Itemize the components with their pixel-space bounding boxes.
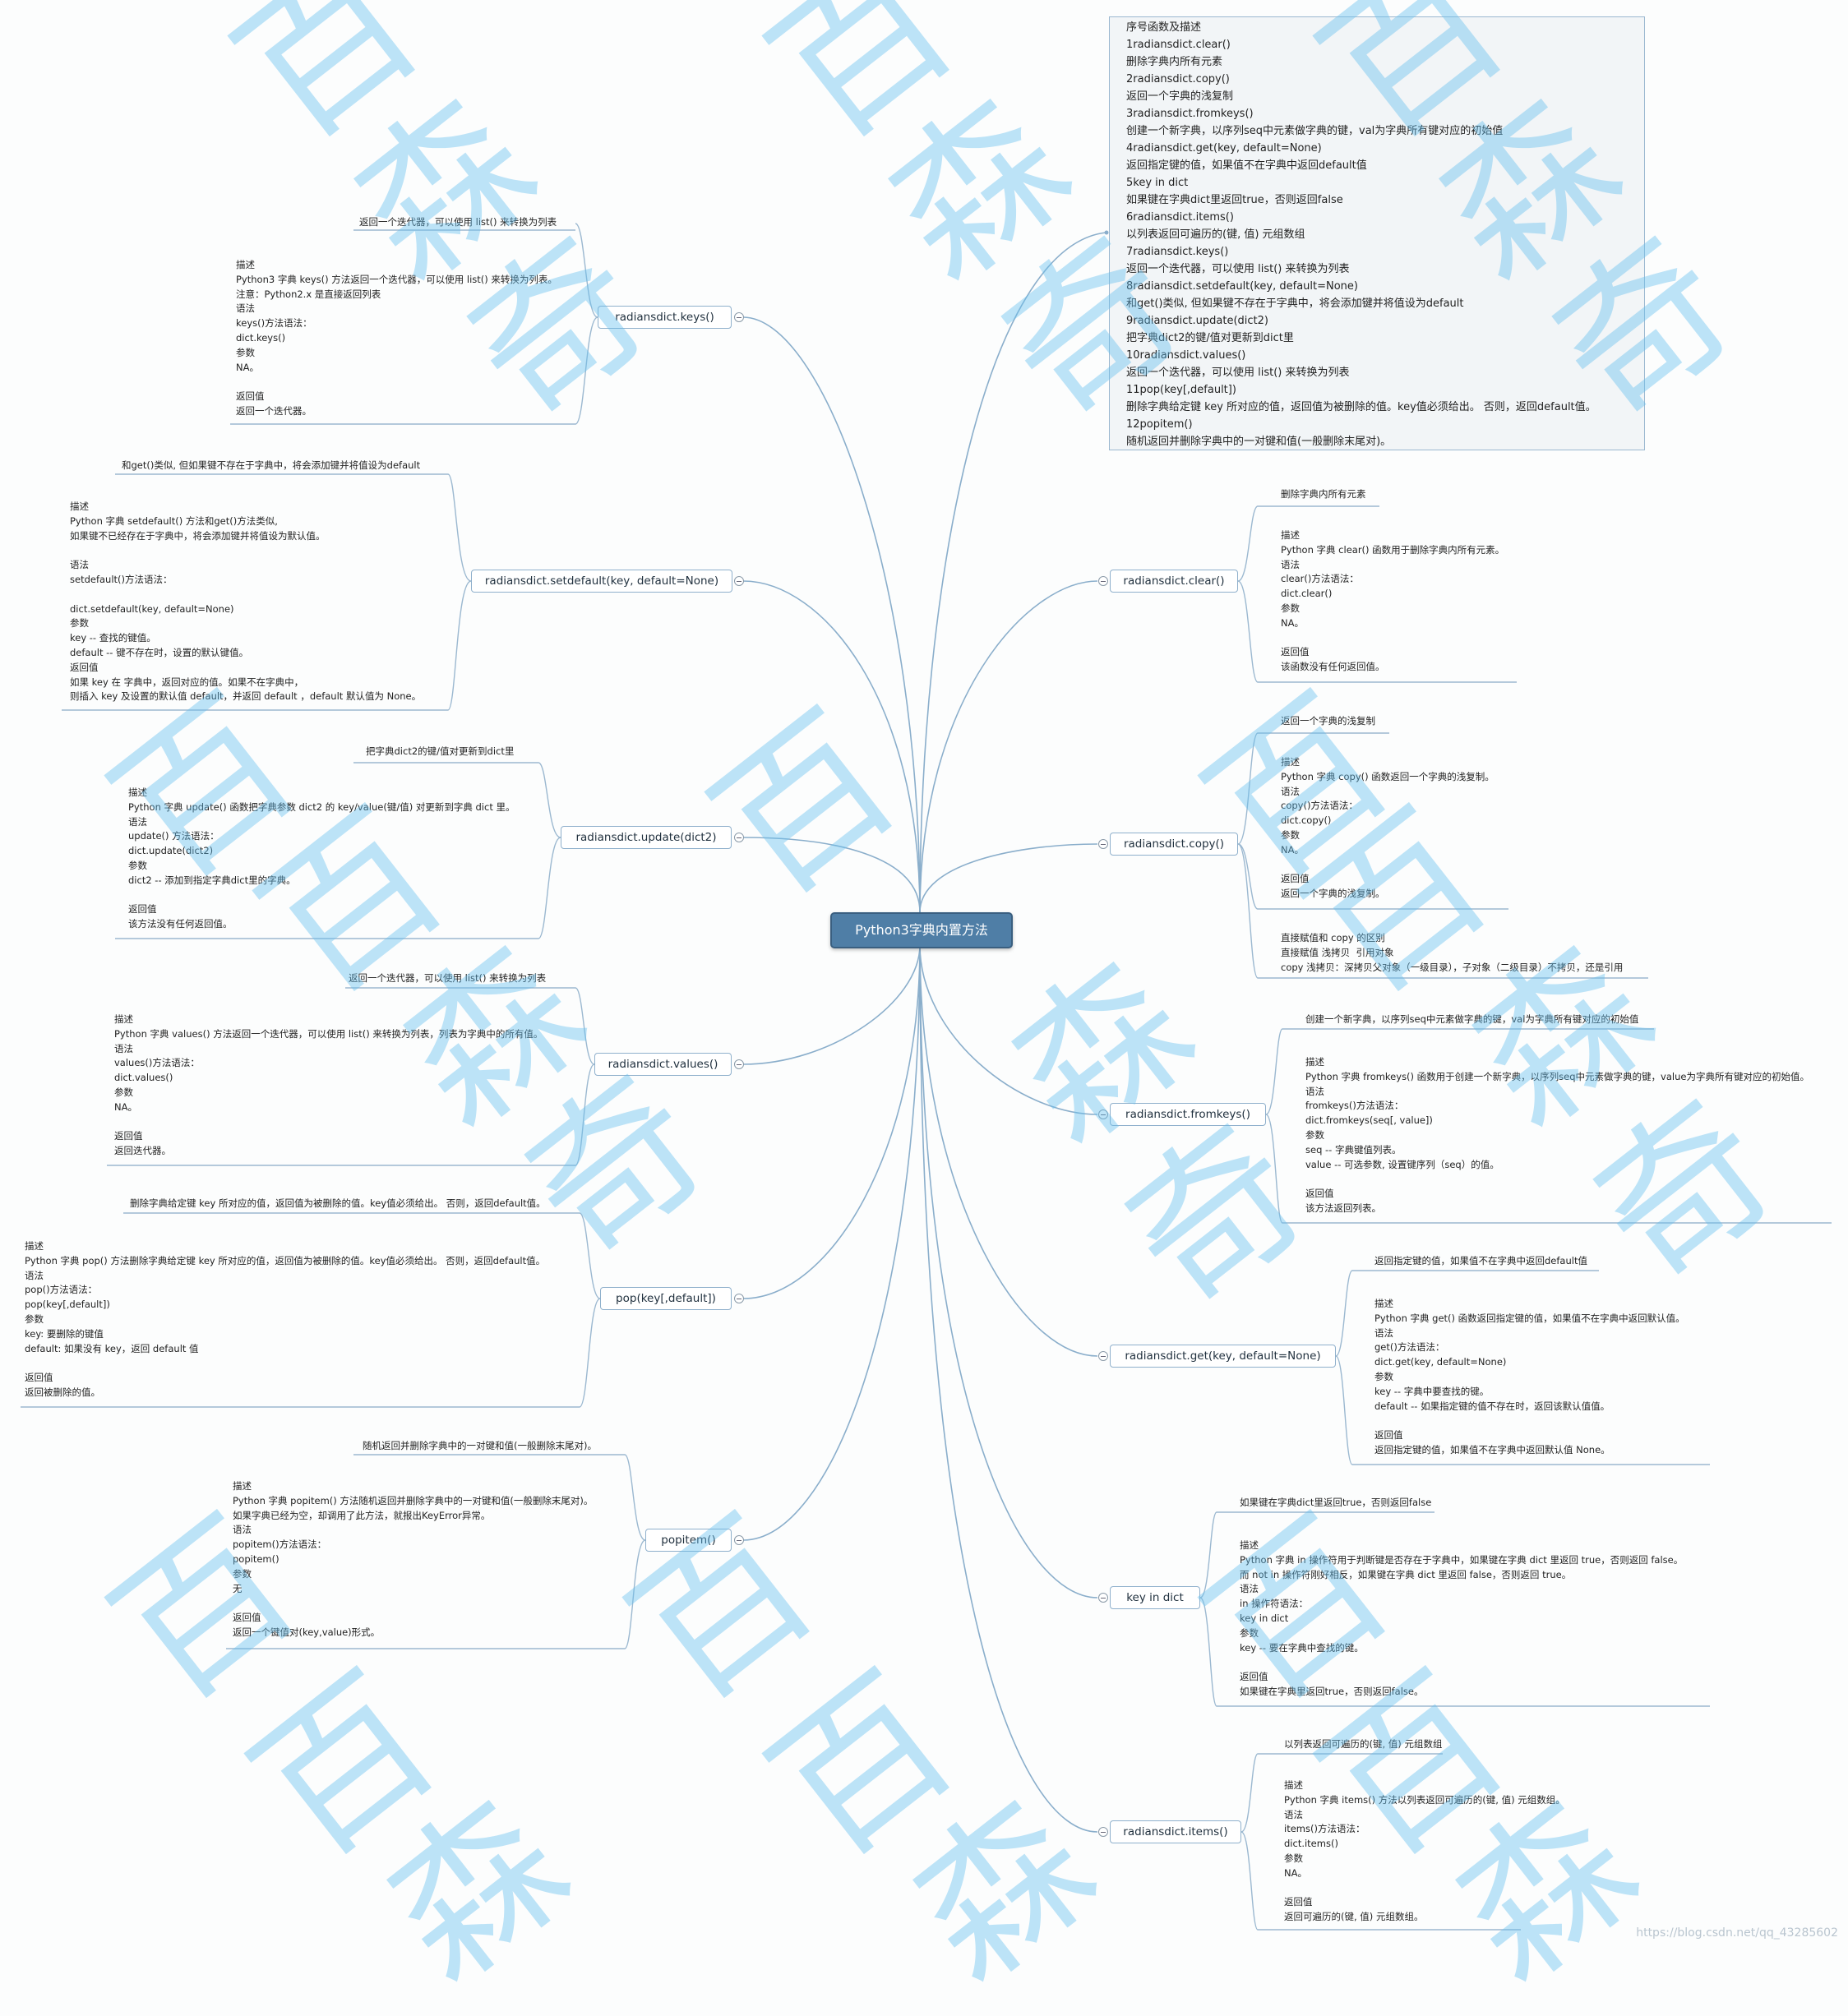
source-url-watermark: https://blog.csdn.net/qq_43285602: [1636, 1926, 1838, 1940]
summary-copy: 返回一个字典的浅复制: [1281, 715, 1375, 727]
bracket-keys: [575, 223, 598, 425]
topic-popitem[interactable]: popitem(): [645, 1529, 732, 1552]
desc-get: 描述 Python 字典 get() 函数返回指定键的值，如果值不在字典中返回默…: [1374, 1298, 1685, 1455]
bracket-values: [575, 987, 595, 1166]
connector-keys: [742, 316, 921, 913]
desc-update: 描述 Python 字典 update() 函数把字典参数 dict2 的 ke…: [128, 787, 515, 930]
summary-setdefault: 和get()类似, 但如果键不存在于字典中，将会添加键并将值设为default: [122, 459, 421, 471]
topic-update[interactable]: radiansdict.update(dict2): [561, 826, 732, 849]
connector-values: [742, 944, 921, 1065]
summary-keys: 返回一个迭代器，可以使用 list() 来转换为列表: [359, 216, 557, 228]
collapse-toggle-clear[interactable]: [1098, 576, 1108, 586]
topic-keys[interactable]: radiansdict.keys(): [598, 306, 732, 329]
collapse-toggle-pop[interactable]: [734, 1294, 744, 1303]
desc-keys: 描述 Python3 字典 keys() 方法返回一个迭代器，可以使用 list…: [236, 259, 557, 417]
function-list-text: 序号函数及描述 1radiansdict.clear() 删除字典内所有元素 2…: [1126, 21, 1596, 448]
connector-items: [919, 944, 1098, 1833]
connector-popitem: [742, 944, 921, 1541]
bracket-get: [1335, 1270, 1353, 1465]
desc-pop: 描述 Python 字典 pop() 方法删除字典给定键 key 所对应的值，返…: [25, 1240, 546, 1398]
connector-fromkeys: [919, 944, 1098, 1115]
collapse-toggle-keyin[interactable]: [1098, 1593, 1108, 1603]
connector-dot: [1104, 230, 1109, 235]
topic-setdefault[interactable]: radiansdict.setdefault(key, default=None…: [471, 570, 732, 593]
bracket-keyin: [1199, 1511, 1217, 1707]
collapse-toggle-items[interactable]: [1098, 1827, 1108, 1837]
summary-pop: 删除字典给定键 key 所对应的值，返回值为被删除的值。key值必须给出。 否则…: [130, 1197, 546, 1209]
function-list-box[interactable]: 序号函数及描述 1radiansdict.clear() 删除字典内所有元素 2…: [1109, 16, 1645, 450]
summary-key-in-dict: 如果键在字典dict里返回true，否则返回false: [1240, 1497, 1432, 1508]
connector-clear: [919, 580, 1098, 913]
root-topic[interactable]: Python3字典内置方法: [830, 912, 1013, 948]
topic-get[interactable]: radiansdict.get(key, default=None): [1110, 1345, 1336, 1368]
collapse-toggle-setdefault[interactable]: [734, 576, 744, 586]
desc-clear: 描述 Python 字典 clear() 函数用于删除字典内所有元素。 语法 c…: [1281, 529, 1505, 673]
desc-setdefault: 描述 Python 字典 setdefault() 方法和get()方法类似, …: [70, 501, 422, 703]
connector-pop: [742, 944, 921, 1299]
connector-copy: [919, 843, 1098, 913]
summary-update: 把字典dict2的键/值对更新到dict里: [366, 745, 515, 757]
collapse-toggle-get[interactable]: [1098, 1351, 1108, 1361]
summary-get: 返回指定键的值，如果值不在字典中返回default值: [1374, 1255, 1587, 1266]
connector-setdefault: [742, 580, 921, 913]
bracket-setdefault: [447, 473, 472, 711]
connector-keyin: [919, 944, 1098, 1598]
bracket-update: [538, 762, 561, 939]
desc-key-in-dict: 描述 Python 字典 in 操作符用于判断键是否存在于字典中，如果键在字典 …: [1240, 1539, 1684, 1697]
summary-fromkeys: 创建一个新字典，以序列seq中元素做字典的键，val为字典所有键对应的初始值: [1305, 1013, 1639, 1025]
summary-clear: 删除字典内所有元素: [1281, 488, 1366, 500]
topic-pop[interactable]: pop(key[,default]): [600, 1287, 732, 1310]
connector-update: [742, 837, 921, 913]
summary-popitem: 随机返回并删除字典中的一对键和值(一般删除末尾对)。: [363, 1440, 597, 1451]
collapse-toggle-values[interactable]: [734, 1059, 744, 1069]
summary-values: 返回一个迭代器，可以使用 list() 来转换为列表: [349, 972, 547, 984]
topic-fromkeys[interactable]: radiansdict.fromkeys(): [1110, 1103, 1266, 1126]
connector-summary: [919, 232, 1106, 913]
summary-items: 以列表返回可遍历的(键, 值) 元组数组: [1284, 1738, 1443, 1750]
bracket-clear: [1237, 505, 1259, 683]
collapse-toggle-fromkeys[interactable]: [1098, 1109, 1108, 1119]
collapse-toggle-keys[interactable]: [734, 312, 744, 322]
connector-lines: [21, 223, 1832, 1931]
topic-items[interactable]: radiansdict.items(): [1110, 1820, 1241, 1843]
bracket-items: [1240, 1753, 1259, 1931]
topic-copy[interactable]: radiansdict.copy(): [1110, 833, 1238, 856]
desc-popitem: 描述 Python 字典 popitem() 方法随机返回并删除字典中的一对键和…: [233, 1480, 594, 1638]
bracket-pop: [579, 1212, 601, 1408]
topic-clear[interactable]: radiansdict.clear(): [1110, 570, 1238, 593]
topic-values[interactable]: radiansdict.values(): [594, 1053, 732, 1076]
bracket-popitem: [624, 1454, 646, 1649]
collapse-toggle-copy[interactable]: [1098, 839, 1108, 849]
desc-fromkeys: 描述 Python 字典 fromkeys() 函数用于创建一个新字典，以序列s…: [1305, 1056, 1809, 1214]
desc-items: 描述 Python 字典 items() 方法以列表返回可遍历的(键, 值) 元…: [1284, 1779, 1565, 1923]
connector-get: [919, 944, 1098, 1357]
collapse-toggle-update[interactable]: [734, 833, 744, 842]
bracket-copy: [1237, 732, 1259, 979]
topic-key-in-dict[interactable]: key in dict: [1110, 1586, 1200, 1609]
bracket-fromkeys: [1265, 1028, 1283, 1224]
desc-values: 描述 Python 字典 values() 方法返回一个迭代器，可以使用 lis…: [114, 1013, 543, 1157]
copy-extra-note: 直接赋值和 copy 的区别 直接赋值 浅拷贝 引用对象 copy 浅拷贝：深拷…: [1281, 932, 1624, 973]
collapse-toggle-popitem[interactable]: [734, 1535, 744, 1545]
desc-copy: 描述 Python 字典 copy() 函数返回一个字典的浅复制。 语法 cop…: [1281, 756, 1495, 900]
